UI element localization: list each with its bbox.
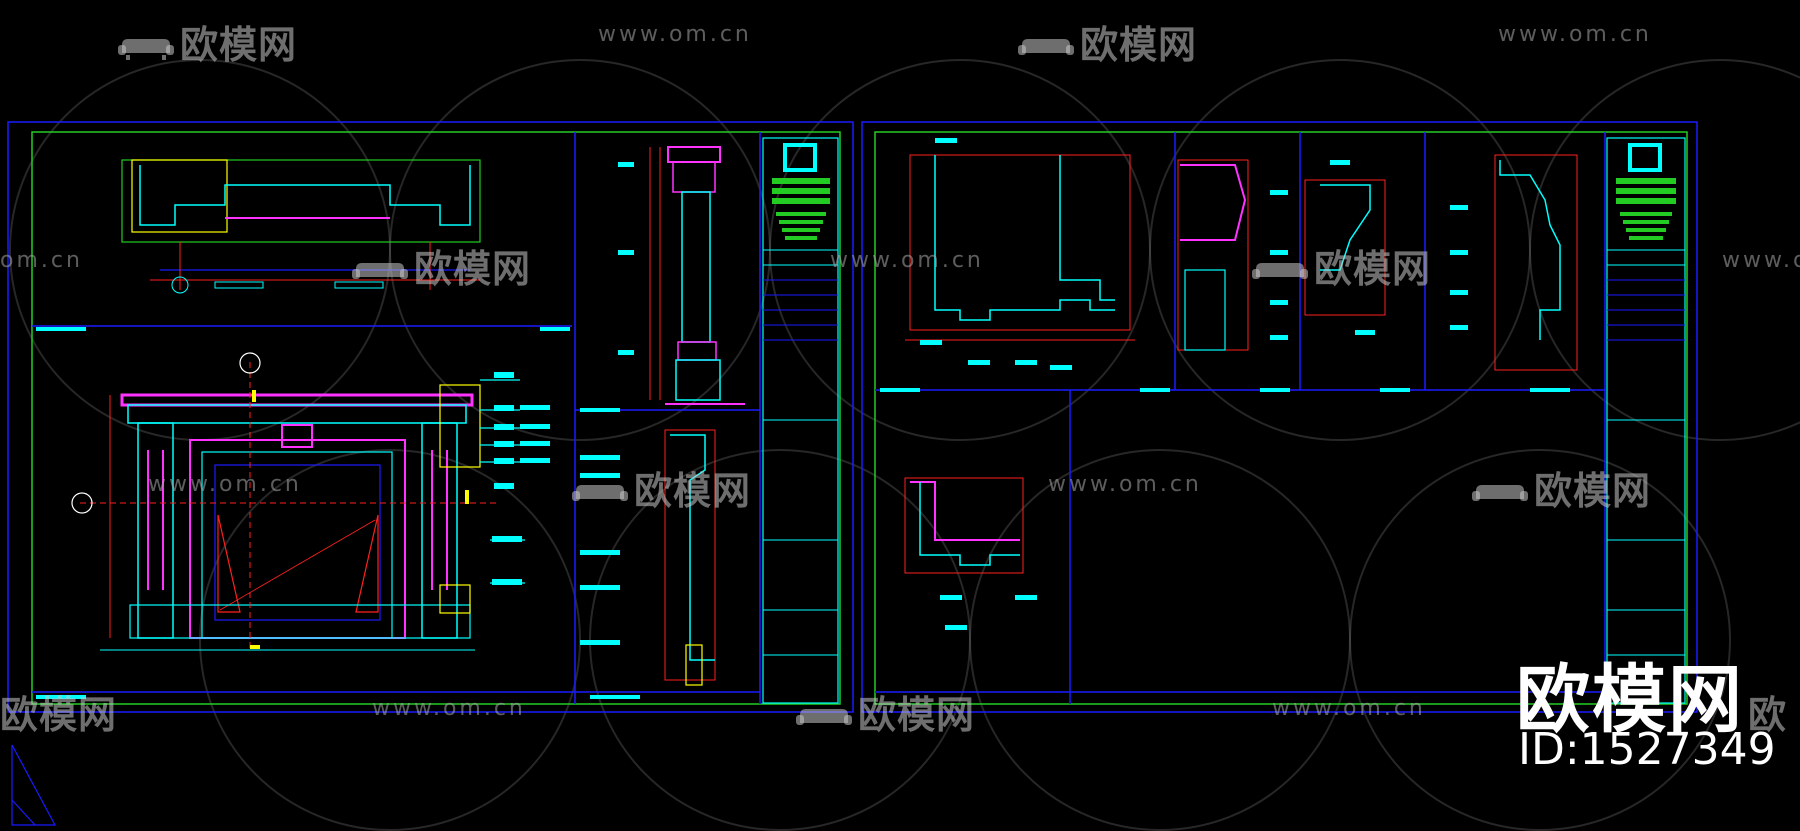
watermark-logo-partial: 欧 xyxy=(1748,693,1788,737)
watermark-rings xyxy=(9,59,1800,831)
watermark-logo: 欧模网 xyxy=(352,238,531,293)
watermark-logo: 欧模网 xyxy=(1252,238,1431,293)
watermark-url: www.om.cn xyxy=(598,22,752,47)
title-block-left xyxy=(762,137,839,704)
watermark-logo-text: 欧模网 xyxy=(1080,23,1198,67)
sofa-logo-icon xyxy=(796,708,852,725)
watermark-logo: 欧模网 xyxy=(572,460,751,515)
sofa-logo-icon xyxy=(352,262,408,279)
detail-drawing-large xyxy=(905,138,1135,370)
watermark-url: www.om.cn xyxy=(1048,472,1202,497)
sofa-logo-icon xyxy=(1472,484,1528,501)
sheet-frame-left xyxy=(7,121,854,713)
column-elevation xyxy=(618,146,745,405)
watermark-url-partial: www.om.c xyxy=(1722,248,1800,273)
fireplace-front-elevation xyxy=(71,352,550,651)
watermark-url: www.om.cn xyxy=(148,472,302,497)
watermark-logo: 欧模网 xyxy=(796,684,975,739)
watermark-logo: 欧模网 xyxy=(118,14,297,69)
ucs-axis-icon xyxy=(11,744,57,826)
watermark-logo-text: 欧模网 xyxy=(414,247,532,291)
watermark-logo-text: 欧模网 xyxy=(858,693,976,737)
sofa-logo-icon xyxy=(118,38,174,60)
sofa-logo-icon xyxy=(1018,38,1074,55)
watermark-logo-text: 欧模网 xyxy=(1314,247,1432,291)
fireplace-plan-view xyxy=(121,159,481,294)
watermark-logo-text: 欧模网 xyxy=(180,23,298,67)
brand-logo-text: 欧模网 xyxy=(1516,657,1744,743)
watermark-logo-text: 欧模网 xyxy=(1534,469,1652,513)
watermark-url: www.om.cn xyxy=(830,248,984,273)
title-block-right xyxy=(1606,137,1686,704)
watermark-logo: 欧模网 xyxy=(1018,14,1197,69)
sofa-logo-icon xyxy=(572,484,628,501)
detail-drawing-cornice xyxy=(1177,159,1288,351)
detail-drawing-corner xyxy=(904,477,1037,630)
sheet-frame-right xyxy=(861,121,1698,713)
brand-id-text: ID:1527349 xyxy=(1518,724,1776,775)
watermark-logo-text: 欧模网 xyxy=(634,469,752,513)
sofa-logo-icon xyxy=(1252,262,1308,279)
section-label-bars xyxy=(36,327,1570,699)
watermark-url: www.om.cn xyxy=(1272,696,1426,721)
watermark-url: www.om.cn xyxy=(1498,22,1652,47)
detail-drawing-moulding xyxy=(1304,160,1386,335)
watermark-url-partial: om.cn xyxy=(0,248,83,273)
watermark-logo: 欧模网 xyxy=(1472,460,1651,515)
section-detail xyxy=(580,429,716,686)
watermark-logo-partial: 欧模网 xyxy=(0,693,118,737)
detail-drawing-profile xyxy=(1450,154,1578,371)
watermark-url: www.om.cn xyxy=(372,696,526,721)
